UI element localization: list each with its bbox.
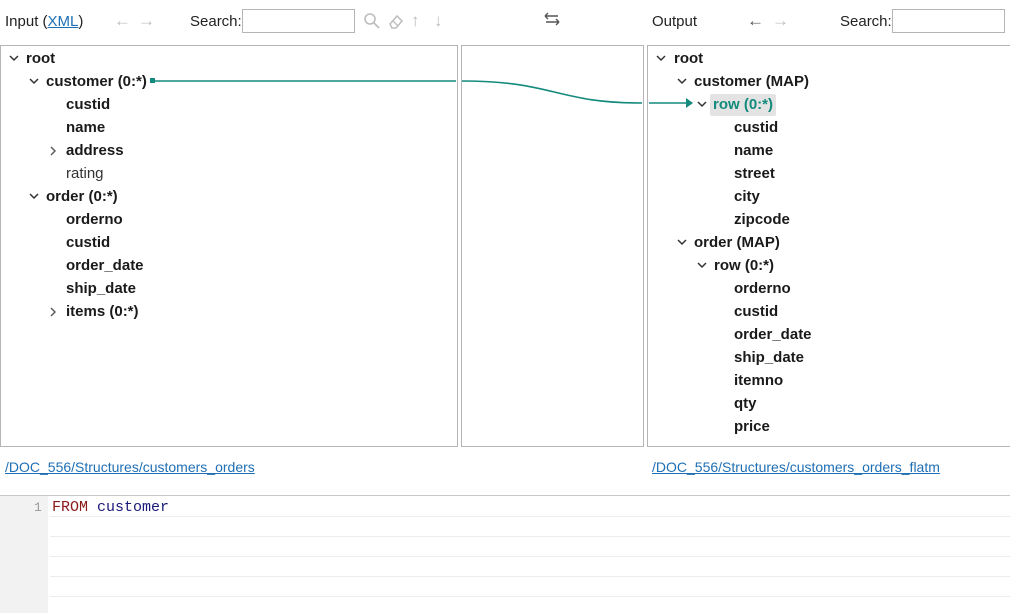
input-node-custid[interactable]: custid [66, 96, 111, 113]
input-node-items[interactable]: items (0:*) [66, 303, 139, 320]
editor-code-line[interactable]: FROM customer [52, 499, 169, 516]
input-header: Input (XML) [5, 13, 83, 30]
output-node-itemno[interactable]: itemno [734, 372, 784, 389]
code-identifier: customer [97, 499, 170, 516]
input-node-custid[interactable]: custid [66, 234, 111, 251]
chevron-down-icon[interactable] [28, 187, 40, 207]
input-node-customer[interactable]: customer (0:*) [46, 73, 147, 90]
mapping-panel[interactable] [461, 45, 644, 447]
output-label: Output [652, 13, 698, 30]
chevron-down-icon[interactable] [676, 72, 688, 92]
output-node-row[interactable]: row (0:*) [714, 257, 774, 274]
chevron-right-icon[interactable] [48, 141, 60, 161]
arrow-down-icon[interactable]: ↓ [434, 11, 443, 30]
output-node-qty[interactable]: qty [734, 395, 757, 412]
output-node-root[interactable]: root [674, 50, 704, 67]
chevron-down-icon[interactable] [655, 49, 667, 69]
input-structure-path-link[interactable]: /DOC_556/Structures/customers_orders [5, 459, 255, 475]
chevron-down-icon[interactable] [696, 95, 708, 115]
editor-line-number: 1 [34, 500, 42, 515]
input-node-order[interactable]: order (0:*) [46, 188, 118, 205]
input-tree-panel[interactable] [0, 45, 458, 447]
arrow-left-icon[interactable]: ← [114, 11, 131, 30]
input-label-close: ) [78, 13, 84, 30]
input-node-orderno[interactable]: orderno [66, 211, 123, 228]
mapping-connector[interactable] [0, 0, 1010, 450]
magnifier-icon[interactable] [363, 12, 381, 34]
query-editor[interactable] [0, 495, 1010, 613]
code-keyword: FROM [52, 499, 89, 516]
chevron-down-icon[interactable] [28, 72, 40, 92]
output-node-street[interactable]: street [734, 165, 775, 182]
output-node-order[interactable]: order (MAP) [694, 234, 780, 251]
output-node-name[interactable]: name [734, 142, 774, 159]
input-node-rating[interactable]: rating [66, 165, 104, 182]
eraser-icon[interactable] [387, 12, 405, 34]
output-node-price[interactable]: price [734, 418, 770, 435]
output-node-ship-date[interactable]: ship_date [734, 349, 805, 366]
output-node-custid[interactable]: custid [734, 303, 779, 320]
editor-line-divider [50, 596, 1010, 597]
input-node-name[interactable]: name [66, 119, 106, 136]
editor-gutter [0, 496, 48, 613]
output-node-zipcode[interactable]: zipcode [734, 211, 790, 228]
editor-line-divider [50, 576, 1010, 577]
input-node-ship-date[interactable]: ship_date [66, 280, 137, 297]
chevron-right-icon[interactable] [48, 302, 60, 322]
chevron-down-icon[interactable] [676, 233, 688, 253]
input-node-order-date[interactable]: order_date [66, 257, 144, 274]
output-node-custid[interactable]: custid [734, 119, 779, 136]
chevron-down-icon[interactable] [696, 256, 708, 276]
output-node-order-date[interactable]: order_date [734, 326, 812, 343]
search-label-left: Search: [190, 13, 242, 30]
input-format-link[interactable]: XML [47, 13, 79, 30]
output-node-city[interactable]: city [734, 188, 760, 205]
search-input-right[interactable] [892, 9, 1005, 33]
output-node-orderno[interactable]: orderno [734, 280, 791, 297]
editor-line-divider [50, 556, 1010, 557]
output-structure-path-link[interactable]: /DOC_556/Structures/customers_orders_fla… [652, 459, 940, 475]
output-node-customer[interactable]: customer (MAP) [694, 73, 810, 90]
editor-line-divider [50, 516, 1010, 517]
output-node-row-selected[interactable]: row (0:*) [710, 94, 776, 116]
search-label-right: Search: [840, 13, 892, 30]
arrow-right-icon[interactable]: → [138, 11, 155, 30]
input-node-address[interactable]: address [66, 142, 124, 159]
swap-icon[interactable] [543, 11, 561, 31]
editor-line-divider [50, 536, 1010, 537]
arrow-left-icon[interactable]: ← [747, 11, 764, 30]
arrow-up-icon[interactable]: ↑ [411, 11, 420, 30]
chevron-down-icon[interactable] [8, 49, 20, 69]
input-label: Input ( [5, 13, 48, 30]
arrow-right-icon[interactable]: → [772, 11, 789, 30]
output-tree-panel[interactable] [647, 45, 1010, 447]
input-node-root[interactable]: root [26, 50, 56, 67]
search-input-left[interactable] [242, 9, 355, 33]
